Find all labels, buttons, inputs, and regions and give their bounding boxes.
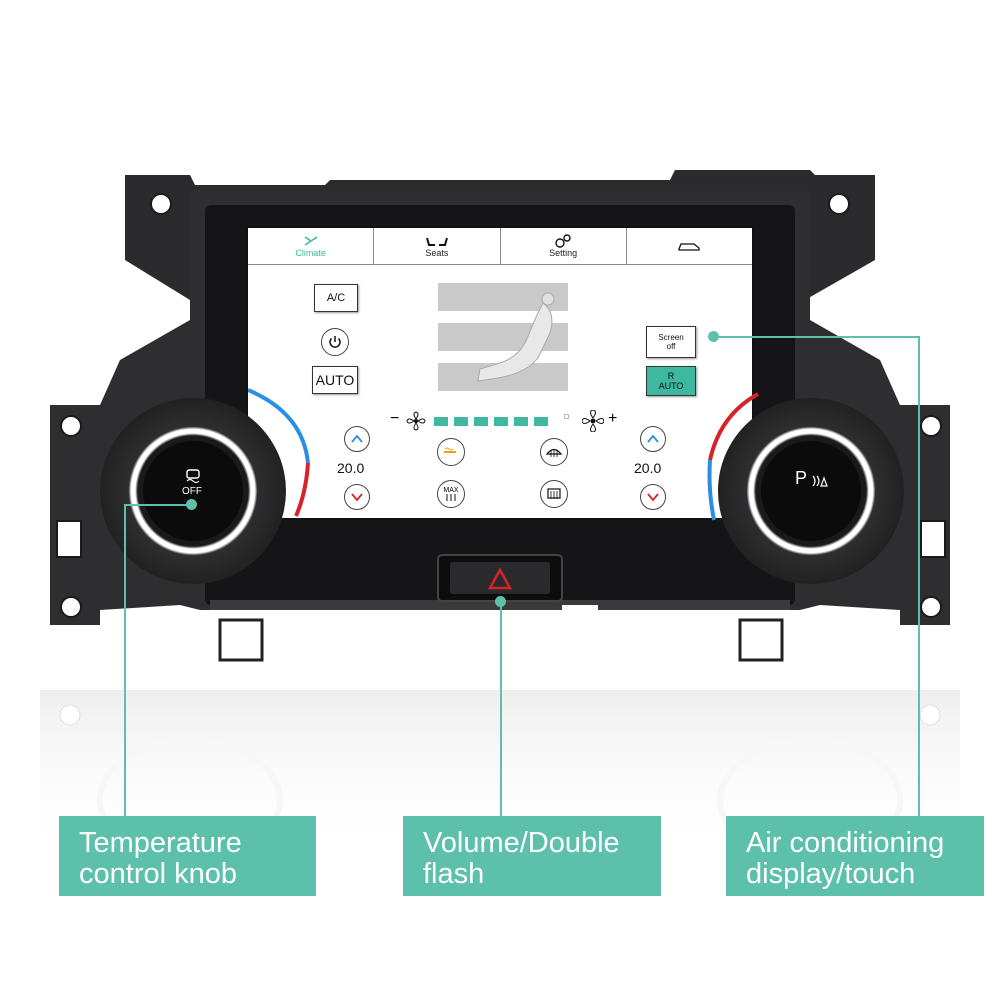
tab-climate[interactable]: Climate bbox=[248, 228, 375, 264]
callout-text: flash bbox=[423, 858, 485, 890]
parking-sensor-icon bbox=[812, 475, 828, 487]
climate-touchscreen[interactable]: Climate Seats Setting A/C AUTO bbox=[246, 226, 754, 520]
fan-level-segment bbox=[534, 417, 548, 426]
left-temp-down-button[interactable] bbox=[344, 484, 370, 510]
right-temp-up-button[interactable] bbox=[640, 426, 666, 452]
callout-line bbox=[124, 504, 192, 506]
tab-seats[interactable]: Seats bbox=[374, 228, 501, 264]
mount-slot bbox=[56, 520, 82, 558]
callout-text: display/touch bbox=[746, 858, 916, 890]
callout-temperature-knob: Temperature control knob bbox=[59, 816, 316, 896]
callout-line bbox=[500, 600, 502, 816]
tab-setting[interactable]: Setting bbox=[501, 228, 627, 264]
fan-level-segment bbox=[474, 417, 488, 426]
rear-defrost-icon bbox=[547, 488, 561, 499]
fan-level-segment bbox=[494, 417, 508, 426]
callout-text: control knob bbox=[79, 858, 237, 890]
right-temp-arc bbox=[707, 392, 759, 521]
ac-button[interactable]: A/C bbox=[314, 284, 358, 312]
callout-ac-display: Air conditioning display/touch bbox=[726, 816, 984, 896]
tab-label: Climate bbox=[295, 248, 326, 258]
power-button[interactable] bbox=[321, 328, 349, 356]
mount-hole bbox=[60, 596, 82, 618]
climate-icon bbox=[304, 236, 318, 246]
auto-button[interactable]: AUTO bbox=[312, 366, 358, 394]
fan-level-segment bbox=[564, 414, 569, 419]
callout-line bbox=[714, 336, 920, 338]
screen-off-label: off bbox=[666, 342, 676, 351]
chevron-down-icon bbox=[351, 493, 363, 502]
max-defrost-icon bbox=[446, 494, 456, 501]
mount-hole bbox=[920, 415, 942, 437]
right-temp-down-button[interactable] bbox=[640, 484, 666, 510]
left-temp-arc bbox=[248, 388, 310, 517]
mount-slot bbox=[920, 520, 946, 558]
seat-heat-button[interactable] bbox=[437, 438, 465, 466]
screen-off-button[interactable]: Screen off bbox=[646, 326, 696, 358]
chevron-down-icon bbox=[647, 493, 659, 502]
fan-icon bbox=[582, 410, 604, 432]
left-temperature: 20.0 bbox=[337, 460, 365, 476]
recirc-auto-button[interactable]: R AUTO bbox=[646, 366, 696, 396]
traction-off-icon bbox=[186, 469, 200, 484]
airflow-seat-graphic bbox=[438, 283, 568, 391]
callout-line bbox=[918, 336, 920, 816]
mount-hole bbox=[150, 193, 172, 215]
recirc-label: AUTO bbox=[658, 381, 684, 391]
front-defrost-button[interactable] bbox=[540, 438, 568, 466]
callout-dot bbox=[708, 331, 719, 342]
chevron-up-icon bbox=[351, 434, 363, 443]
knob-label: OFF bbox=[182, 486, 202, 497]
fan-increase-button[interactable]: + bbox=[608, 410, 618, 427]
callout-line bbox=[124, 504, 126, 816]
tab-bar: Climate Seats Setting bbox=[248, 228, 752, 265]
fan-icon bbox=[406, 411, 426, 431]
mount-hole bbox=[828, 193, 850, 215]
settings-icon bbox=[555, 234, 571, 248]
max-label: MAX bbox=[443, 487, 459, 494]
parking-label: P bbox=[795, 468, 808, 488]
car-icon bbox=[678, 243, 701, 251]
callout-volume-flash: Volume/Double flash bbox=[403, 816, 661, 896]
screen-off-label: Screen bbox=[658, 333, 684, 342]
recirc-top-label: R bbox=[667, 371, 675, 381]
windshield-defrost-icon bbox=[545, 448, 563, 457]
fan-level-segment bbox=[514, 417, 528, 426]
max-defrost-button[interactable]: MAX bbox=[437, 480, 465, 508]
chevron-up-icon bbox=[647, 434, 659, 443]
callout-text: Volume/Double bbox=[423, 827, 620, 859]
mount-hole bbox=[920, 596, 942, 618]
tab-label: Seats bbox=[425, 248, 449, 258]
callout-text: Air conditioning bbox=[746, 827, 945, 859]
seats-icon bbox=[425, 237, 448, 246]
fan-decrease-button[interactable]: − bbox=[390, 410, 400, 427]
left-temp-up-button[interactable] bbox=[344, 426, 370, 452]
fan-level-segment bbox=[434, 417, 448, 426]
fan-level-segment bbox=[454, 417, 468, 426]
right-temperature-knob[interactable]: P bbox=[718, 398, 904, 584]
power-icon bbox=[329, 336, 341, 348]
rear-defrost-button[interactable] bbox=[540, 480, 568, 508]
tab-label: Setting bbox=[549, 248, 578, 258]
left-temperature-knob[interactable]: OFF bbox=[100, 398, 286, 584]
callout-text: Temperature bbox=[79, 827, 242, 859]
right-temperature: 20.0 bbox=[634, 460, 662, 476]
seat-heat-icon bbox=[444, 447, 456, 453]
hazard-button[interactable] bbox=[490, 568, 510, 588]
tab-vehicle[interactable] bbox=[627, 228, 752, 264]
mount-hole bbox=[60, 415, 82, 437]
